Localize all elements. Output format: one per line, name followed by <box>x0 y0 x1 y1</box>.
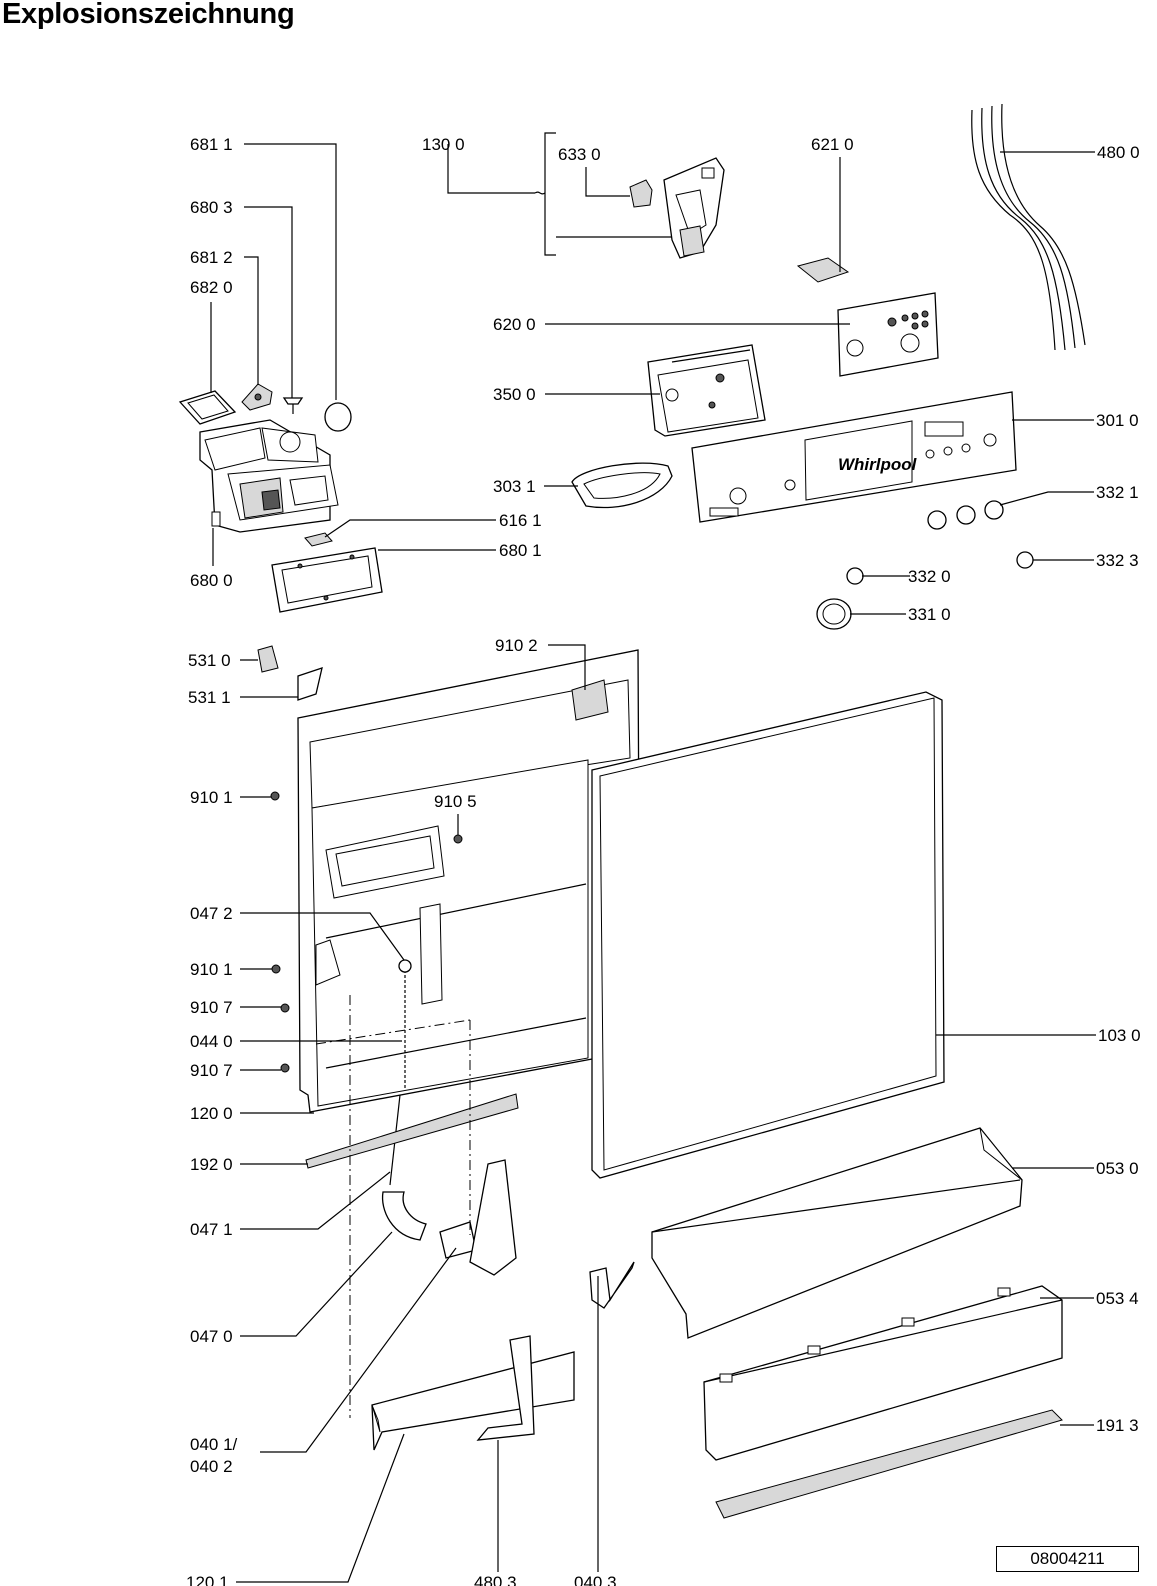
label-040-2: 040 2 <box>190 1457 233 1476</box>
part-103-0-outer-door <box>591 691 945 1179</box>
label-910-7-b: 910 7 <box>190 1061 233 1080</box>
label-682-0: 682 0 <box>190 278 233 297</box>
label-331-0: 331 0 <box>908 605 951 624</box>
part-191-3-trim-strip <box>715 1409 1063 1519</box>
label-681-1: 681 1 <box>190 135 233 154</box>
label-480-0: 480 0 <box>1097 143 1140 162</box>
label-681-2: 681 2 <box>190 248 233 267</box>
part-680-0-dispenser-body <box>199 419 339 533</box>
label-301-0: 301 0 <box>1096 411 1139 430</box>
label-910-1-b: 910 1 <box>190 960 233 979</box>
label-040-3: 040 3 <box>574 1573 617 1586</box>
leader-lines <box>210 132 1096 1583</box>
label-633-0: 633 0 <box>558 145 601 164</box>
part-682-0-gasket <box>178 390 237 425</box>
fascia-brand-mark: Whirlpool <box>838 455 918 474</box>
page-title: Explosionszeichnung <box>2 0 295 30</box>
part-120-1-lower-panel <box>371 1351 575 1451</box>
part-303-1-handle <box>571 462 673 509</box>
label-910-1-a: 910 1 <box>190 788 233 807</box>
label-332-0: 332 0 <box>908 567 951 586</box>
part-120-0-inner-door <box>297 649 641 1113</box>
part-044-0-spring <box>389 959 412 1186</box>
document-number: 08004211 <box>996 1546 1139 1572</box>
part-130-0-door-latch <box>663 157 725 259</box>
label-040-1: 040 1/ <box>190 1435 238 1454</box>
label-044-0: 044 0 <box>190 1032 233 1051</box>
part-040-3-bracket <box>589 1261 635 1309</box>
label-350-0: 350 0 <box>493 385 536 404</box>
part-047-hinge-parts <box>381 1159 517 1276</box>
label-680-3: 680 3 <box>190 198 233 217</box>
part-301-0-control-fascia: Whirlpool <box>691 391 1017 523</box>
label-680-0: 680 0 <box>190 571 233 590</box>
part-480-3-bracket <box>476 1335 535 1441</box>
part-332-1-buttons <box>927 500 1004 530</box>
label-191-3: 191 3 <box>1096 1416 1139 1435</box>
label-047-2: 047 2 <box>190 904 233 923</box>
label-053-0: 053 0 <box>1096 1159 1139 1178</box>
label-621-0: 621 0 <box>811 135 854 154</box>
part-480-0-cable-harness <box>971 103 1086 351</box>
part-681-1-round-cap <box>324 402 352 432</box>
part-number-labels: 681 1 680 3 681 2 682 0 130 0 633 0 621 … <box>186 135 1141 1586</box>
part-621-0-board <box>796 257 850 283</box>
part-531-1-plate <box>297 667 323 701</box>
part-331-0-knob <box>816 598 852 630</box>
label-910-5: 910 5 <box>434 792 477 811</box>
part-053-4-toe-kick <box>703 1285 1063 1461</box>
label-192-0: 192 0 <box>190 1155 233 1174</box>
label-680-1: 680 1 <box>499 541 542 560</box>
part-053-0-kick-bracket <box>651 1127 1023 1339</box>
label-120-0: 120 0 <box>190 1104 233 1123</box>
part-680-1-seal <box>271 547 383 613</box>
label-303-1: 303 1 <box>493 477 536 496</box>
part-633-0-microswitch <box>629 179 653 208</box>
label-332-3: 332 3 <box>1096 551 1139 570</box>
label-531-0: 531 0 <box>188 651 231 670</box>
label-332-1: 332 1 <box>1096 483 1139 502</box>
label-480-3: 480 3 <box>474 1573 517 1586</box>
dispenser-assembly <box>178 383 383 613</box>
part-910-screws <box>270 791 463 1073</box>
label-910-7-a: 910 7 <box>190 998 233 1017</box>
label-910-2: 910 2 <box>495 636 538 655</box>
label-616-1: 616 1 <box>499 511 542 530</box>
part-192-0-rail <box>305 1093 519 1169</box>
label-103-0: 103 0 <box>1098 1026 1141 1045</box>
label-620-0: 620 0 <box>493 315 536 334</box>
part-680-3-screw <box>282 397 304 414</box>
part-332-3-button <box>1016 551 1034 569</box>
label-053-4: 053 4 <box>1096 1289 1139 1308</box>
label-531-1: 531 1 <box>188 688 231 707</box>
part-350-0-electronic-module <box>647 344 766 437</box>
part-620-0-control-board <box>837 292 939 377</box>
label-130-0: 130 0 <box>422 135 465 154</box>
part-681-2-cap <box>241 383 273 411</box>
label-047-0: 047 0 <box>190 1327 233 1346</box>
label-047-1: 047 1 <box>190 1220 233 1239</box>
label-120-1: 120 1 <box>186 1573 229 1586</box>
part-531-0-bracket <box>257 645 279 673</box>
part-332-0-button <box>846 567 864 585</box>
